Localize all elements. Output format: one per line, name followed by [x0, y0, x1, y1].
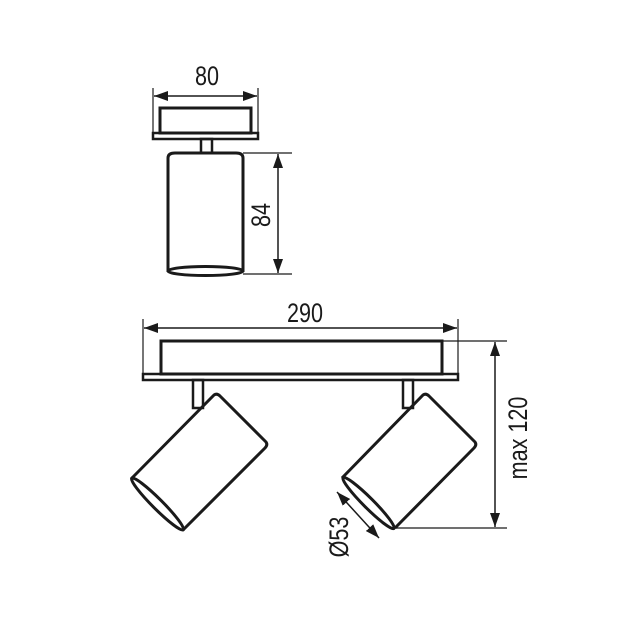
- right-spot: [340, 392, 478, 531]
- single-spot-view: 80 84: [151, 62, 292, 277]
- right-stem: [401, 378, 415, 410]
- left-spot-end: [129, 476, 186, 532]
- diameter-dimension-arrow: [336, 491, 380, 539]
- height-label: 84: [247, 203, 277, 227]
- height-label: max 120: [504, 397, 534, 480]
- mount-box: [158, 106, 253, 135]
- cylinder-end: [166, 265, 245, 277]
- base-plate: [141, 372, 460, 382]
- left-stem: [191, 378, 205, 410]
- stem: [199, 137, 214, 155]
- left-spot: [129, 392, 269, 532]
- left-spot-body: [130, 392, 269, 532]
- width-label: 80: [195, 62, 219, 92]
- cylinder-body: [166, 151, 245, 272]
- right-spot-body: [340, 392, 478, 530]
- width-label: 290: [287, 299, 323, 329]
- diameter-label: Ø53: [325, 517, 355, 558]
- base-box: [159, 339, 444, 376]
- double-spot-view: 290 max 120 Ø53: [129, 299, 534, 558]
